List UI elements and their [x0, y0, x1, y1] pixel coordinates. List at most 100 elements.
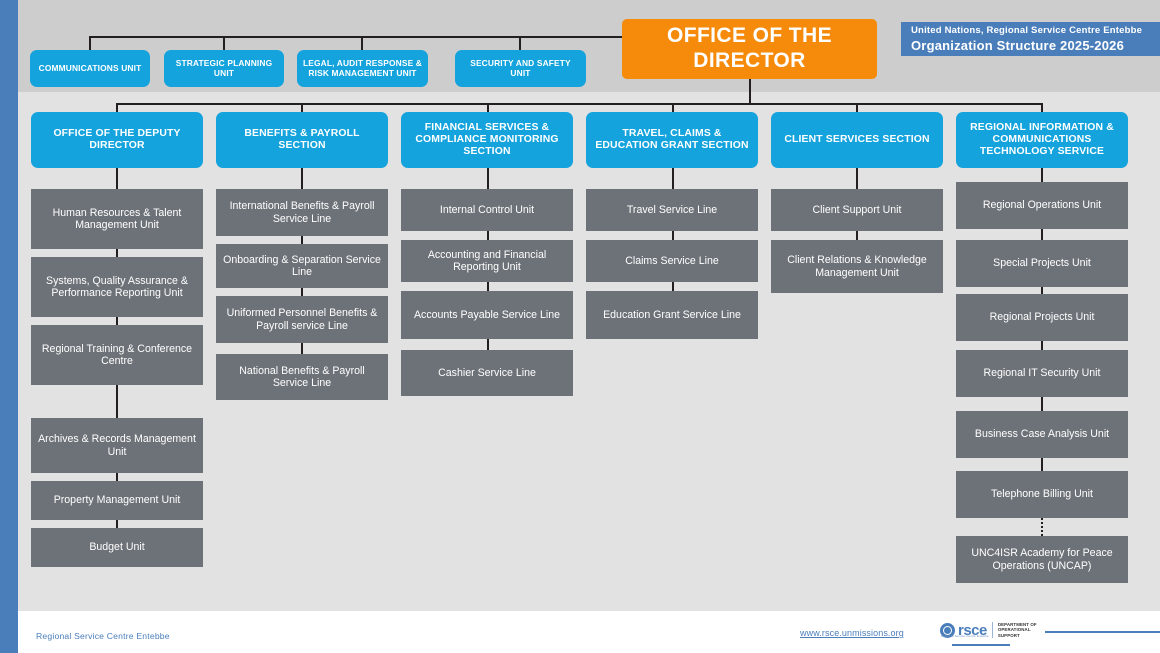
box-section-office-of-the-deputy-director[interactable]: OFFICE OF THE DEPUTY DIRECTOR [31, 112, 203, 168]
footer-right-rule [1045, 631, 1160, 633]
box-regional-it-security-unit[interactable]: Regional IT Security Unit [956, 350, 1128, 397]
connector-c6-5 [1041, 458, 1043, 471]
box-label: Archives & Records Management Unit [38, 433, 196, 458]
dos-wordmark: DEPARTMENT OF OPERATIONAL SUPPORT [998, 622, 1037, 638]
connector-c4-0 [672, 168, 674, 189]
box-label: Cashier Service Line [438, 366, 536, 379]
box-section-client-services-section[interactable]: CLIENT SERVICES SECTION [771, 112, 943, 168]
connector-c1-5 [116, 473, 118, 481]
box-human-resources-talent-management-unit[interactable]: Human Resources & Talent Management Unit [31, 189, 203, 249]
connector-staff-stub-4 [519, 36, 521, 52]
box-budget-unit[interactable]: Budget Unit [31, 528, 203, 567]
box-communications-unit[interactable]: COMMUNICATIONS UNIT [30, 50, 150, 87]
box-strategic-planning-unit[interactable]: STRATEGIC PLANNING UNIT [164, 50, 284, 87]
box-label: Client Support Unit [812, 203, 902, 216]
box-label: Internal Control Unit [439, 203, 535, 216]
box-label: Client Relations & Knowledge Management … [787, 254, 927, 279]
un-emblem-icon [940, 622, 955, 638]
box-national-benefits-payroll-service-line[interactable]: National Benefits & Payroll Service Line [216, 354, 388, 400]
rsce-wordmark: rsce [958, 621, 987, 639]
connector-c1-3 [116, 385, 118, 393]
box-label: OFFICE OF THE DIRECTOR [666, 24, 833, 72]
box-archives-records-management-unit[interactable]: Archives & Records Management Unit [31, 418, 203, 473]
connector-c1-6 [116, 520, 118, 528]
box-label: Travel Service Line [626, 203, 718, 216]
box-label: Budget Unit [89, 541, 145, 554]
connector-c2-0 [301, 168, 303, 189]
connector-c1-1 [116, 249, 118, 257]
connector-c6-0 [1041, 168, 1043, 182]
box-regional-training-conference-centre[interactable]: Regional Training & Conference Centre [31, 325, 203, 385]
box-section-benefits-payroll-section[interactable]: BENEFITS & PAYROLL SECTION [216, 112, 388, 168]
box-uniformed-personnel-benefits-payroll-service-line[interactable]: Uniformed Personnel Benefits & Payroll s… [216, 296, 388, 343]
footer-website-link[interactable]: www.rsce.unmissions.org [800, 628, 904, 638]
box-onboarding-separation-service-line[interactable]: Onboarding & Separation Service Line [216, 244, 388, 288]
box-label: Human Resources & Talent Management Unit [52, 206, 182, 232]
box-label: Regional Operations Unit [982, 199, 1102, 212]
title-banner: United Nations, Regional Service Centre … [901, 22, 1160, 56]
box-accounting-and-financial-reporting-unit[interactable]: Accounting and Financial Reporting Unit [401, 240, 573, 282]
dos-line-2: OPERATIONAL [997, 627, 1031, 633]
box-office-of-the-director[interactable]: OFFICE OF THE DIRECTOR [622, 19, 877, 79]
box-label: UNC4ISR Academy for Peace Operations (UN… [971, 547, 1113, 572]
box-international-benefits-payroll-service-line[interactable]: International Benefits & Payroll Service… [216, 189, 388, 236]
connector-staff-stub-3 [361, 36, 363, 52]
connector-section-stub-6 [1041, 103, 1043, 114]
connector-section-stub-3 [487, 103, 489, 114]
box-cashier-service-line[interactable]: Cashier Service Line [401, 350, 573, 396]
box-section-regional-information-communications-technology-service[interactable]: REGIONAL INFORMATION & COMMUNICATIONS TE… [956, 112, 1128, 168]
box-label: Telephone Billing Unit [991, 488, 1093, 501]
box-claims-service-line[interactable]: Claims Service Line [586, 240, 758, 282]
box-security-and-safety-unit[interactable]: SECURITY AND SAFETY UNIT [455, 50, 586, 87]
connector-c4-2 [672, 282, 674, 291]
connector-section-stub-5 [856, 103, 858, 114]
box-client-relations-knowledge-management-unit[interactable]: Client Relations & Knowledge Management … [771, 240, 943, 293]
connector-c4-1 [672, 231, 674, 240]
box-label: Regional Training & Conference Centre [41, 342, 193, 368]
connector-section-stub-4 [672, 103, 674, 114]
connector-c6-1 [1041, 229, 1043, 240]
box-label: STRATEGIC PLANNING UNIT [175, 57, 273, 78]
box-education-grant-service-line[interactable]: Education Grant Service Line [586, 291, 758, 339]
box-label: Onboarding & Separation Service Line [223, 253, 381, 279]
box-business-case-analysis-unit[interactable]: Business Case Analysis Unit [956, 411, 1128, 458]
dos-line-1: DEPARTMENT OF [997, 622, 1037, 628]
box-internal-control-unit[interactable]: Internal Control Unit [401, 189, 573, 231]
connector-c3-0 [487, 168, 489, 189]
box-special-projects-unit[interactable]: Special Projects Unit [956, 240, 1128, 287]
title-line-2: Organization Structure 2025-2026 [911, 38, 1125, 53]
rsce-logo-caption: Regional Service Centre Entebbe [941, 634, 989, 638]
logo-divider [991, 622, 993, 638]
box-label: TRAVEL, CLAIMS & EDUCATION GRANT SECTION [595, 127, 749, 151]
box-label: Accounting and Financial Reporting Unit [427, 248, 547, 274]
box-label: LEGAL, AUDIT RESPONSE & RISK MANAGEMENT … [303, 57, 423, 78]
left-accent-bar [0, 0, 18, 653]
box-telephone-billing-unit[interactable]: Telephone Billing Unit [956, 471, 1128, 518]
connector-c6-6-dotted [1041, 518, 1045, 536]
box-label: Uniformed Personnel Benefits & Payroll s… [226, 307, 378, 332]
box-label: SECURITY AND SAFETY UNIT [470, 57, 571, 78]
box-label: OFFICE OF THE DEPUTY DIRECTOR [53, 127, 181, 151]
box-section-travel-claims-education-grant-section[interactable]: TRAVEL, CLAIMS & EDUCATION GRANT SECTION [586, 112, 758, 168]
connector-c6-2 [1041, 287, 1043, 294]
box-regional-operations-unit[interactable]: Regional Operations Unit [956, 182, 1128, 229]
box-unc4isr-academy-for-peace-operations-uncap[interactable]: UNC4ISR Academy for Peace Operations (UN… [956, 536, 1128, 583]
box-property-management-unit[interactable]: Property Management Unit [31, 481, 203, 520]
connector-c1-0 [116, 168, 118, 189]
connector-sections-horizontal [116, 103, 1043, 105]
box-section-financial-services-compliance-monitoring-section[interactable]: FINANCIAL SERVICES & COMPLIANCE MONITORI… [401, 112, 573, 168]
box-label: International Benefits & Payroll Service… [229, 200, 375, 225]
box-travel-service-line[interactable]: Travel Service Line [586, 189, 758, 231]
box-label: Regional IT Security Unit [983, 367, 1101, 380]
box-client-support-unit[interactable]: Client Support Unit [771, 189, 943, 231]
box-systems-quality-assurance-performance-reporting-unit[interactable]: Systems, Quality Assurance & Performance… [31, 257, 203, 317]
box-accounts-payable-service-line[interactable]: Accounts Payable Service Line [401, 291, 573, 339]
connector-c3-2 [487, 282, 489, 291]
box-regional-projects-unit[interactable]: Regional Projects Unit [956, 294, 1128, 341]
connector-staff-stub-1 [89, 36, 91, 52]
box-label: REGIONAL INFORMATION & COMMUNICATIONS TE… [970, 121, 1114, 158]
connector-c1-2 [116, 317, 118, 325]
box-label: Special Projects Unit [993, 257, 1091, 270]
box-legal-audit-response-risk-management-unit[interactable]: LEGAL, AUDIT RESPONSE & RISK MANAGEMENT … [297, 50, 428, 87]
